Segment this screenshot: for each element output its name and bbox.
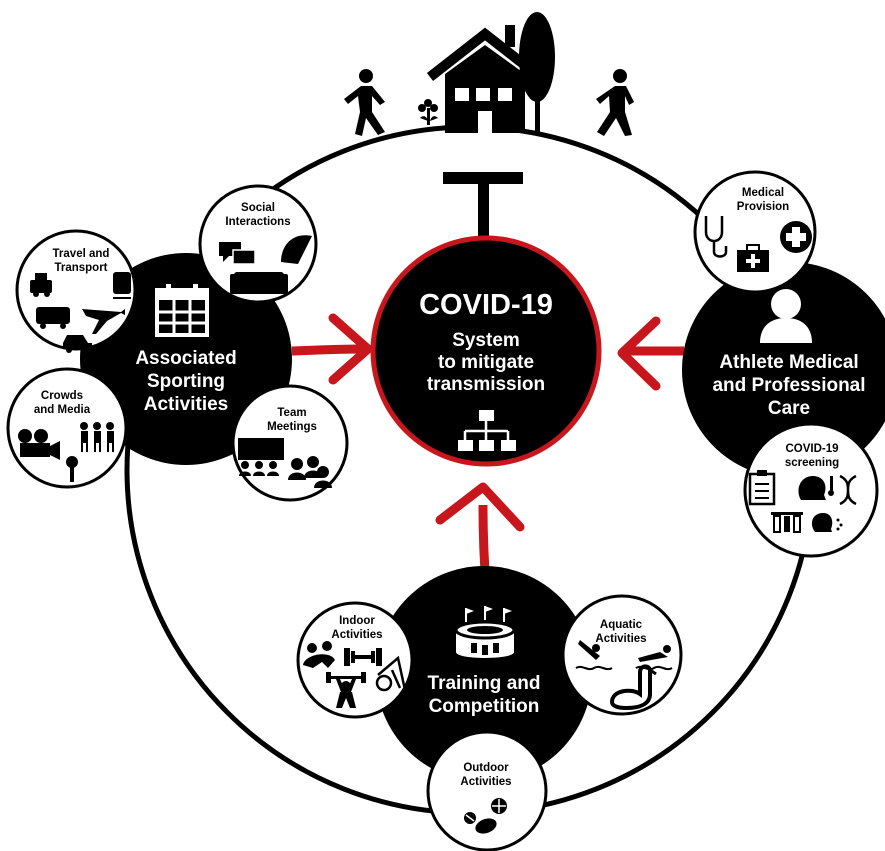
dumbbell-icon — [344, 648, 382, 666]
barrier-icon — [443, 172, 523, 252]
walking-person-icon — [596, 69, 634, 136]
crowd-icon — [80, 422, 114, 452]
aquatic-label: Aquatic Activities — [595, 619, 647, 645]
sports-balls-icon — [464, 798, 507, 834]
center-circle — [370, 235, 602, 467]
sofa-icon — [230, 272, 288, 294]
wrestling-icon — [303, 641, 335, 668]
stethoscope-icon — [704, 216, 728, 258]
center-subtitle: System to mitigate transmission — [426, 330, 546, 395]
crowds-satellite — [6, 367, 128, 489]
bus-icon — [36, 307, 70, 329]
person-icon — [760, 289, 812, 343]
audience-icon — [239, 456, 332, 488]
stadium-icon — [454, 606, 516, 658]
walking-person-icon — [344, 69, 385, 136]
car-icon — [63, 335, 92, 353]
weightlifter-icon — [326, 672, 366, 708]
first-aid-kit-icon — [737, 244, 769, 272]
indoor-label: Indoor Activities — [331, 615, 383, 641]
org-chart-icon — [458, 410, 516, 451]
medical-hub-label: Athlete Medical and Professional Care — [712, 352, 866, 419]
taco-icon — [281, 235, 312, 264]
training-hub-label: Training and Competition — [427, 673, 541, 717]
swan-float-icon — [609, 664, 657, 711]
calendar-icon — [155, 284, 209, 337]
travel-label: Travel and Transport — [52, 248, 110, 274]
medprov-satellite — [693, 170, 817, 294]
flower-icon — [418, 99, 438, 125]
dna-icon — [839, 474, 857, 506]
arrow-from-medical — [617, 316, 685, 391]
test-tubes-icon — [771, 512, 803, 533]
medprov-label: Medical Provision — [736, 187, 790, 213]
medical-hub — [682, 262, 885, 478]
training-hub — [376, 566, 592, 782]
airplane-icon — [82, 309, 125, 334]
team-label: Team Meetings — [267, 407, 317, 433]
arrow-from-associated — [291, 313, 373, 385]
outdoor-label: Outdoor Activities — [460, 762, 512, 788]
medical-cross-icon — [780, 221, 812, 253]
exercise-bike-icon — [375, 655, 407, 692]
center-title: COVID-19 — [419, 289, 553, 321]
tree-icon — [519, 12, 555, 134]
social-label: Social Interactions — [225, 202, 291, 228]
train-icon — [113, 272, 131, 299]
outdoor-satellite — [426, 730, 548, 851]
thermometer-head-icon — [798, 476, 834, 500]
video-camera-icon — [18, 429, 60, 460]
presentation-board-icon — [238, 438, 284, 460]
associated-hub-label: Associated Sporting Activities — [135, 348, 237, 415]
clipboard-icon — [748, 470, 776, 506]
crowds-label: Crowds and Media — [33, 390, 91, 416]
cough-icon — [811, 513, 843, 532]
diver-icon — [575, 640, 613, 671]
microphone-icon — [66, 456, 78, 482]
social-satellite — [198, 184, 318, 304]
chat-bubbles-icon — [219, 242, 256, 265]
taxi-icon — [30, 273, 52, 297]
screening-label: COVID-19 screening — [784, 443, 840, 469]
